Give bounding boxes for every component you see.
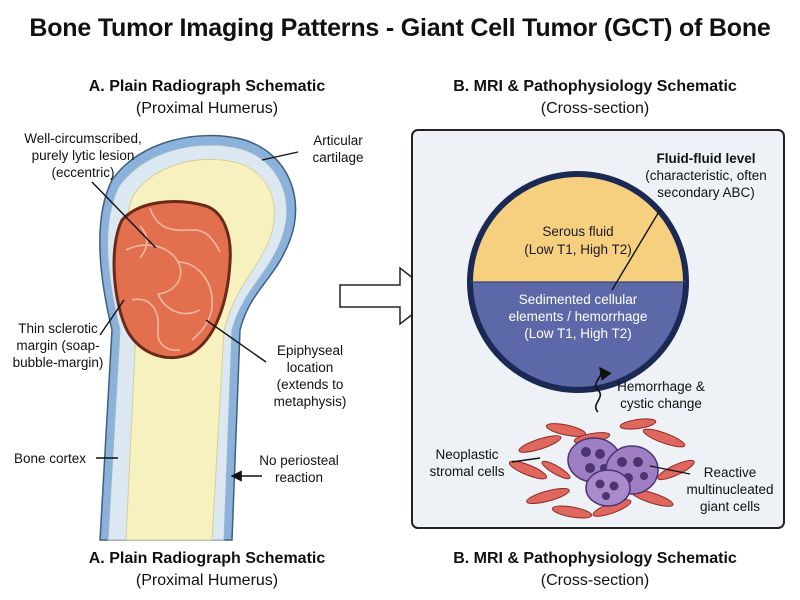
stromal-cell <box>551 505 593 519</box>
panel-a-subheading: (Proximal Humerus) <box>135 100 279 117</box>
footer-b-heading: B. MRI & Pathophysiology Schematic <box>453 550 737 567</box>
leader-stromal <box>511 457 541 463</box>
footer-a-heading: A. Plain Radiograph Schematic <box>88 550 326 567</box>
cyst-cross-section: Serous fluid (Low T1, High T2) Sedimente… <box>467 171 689 393</box>
leader-cartilage <box>261 151 299 161</box>
footer-a-header: A. Plain Radiograph Schematic (Proximal … <box>42 548 372 592</box>
fluid-level-title: Fluid-fluid level <box>656 151 756 166</box>
label-giant-cells: Reactive multinucleated giant cells <box>686 465 774 514</box>
stromal-cell <box>541 460 571 480</box>
serous-label-1: Serous fluid <box>542 224 613 239</box>
panel-b-heading: B. MRI & Pathophysiology Schematic <box>453 78 737 95</box>
label-bone-cortex: Bone cortex <box>14 451 87 466</box>
giant-cell <box>585 469 631 507</box>
label-no-periosteal-reaction: No periosteal reaction <box>259 453 339 485</box>
giant-cells <box>567 437 659 507</box>
serous-label-2: (Low T1, High T2) <box>524 242 632 257</box>
fluid-level-note: (characteristic, often secondary ABC) <box>645 168 767 200</box>
leader-fluid-level <box>611 209 661 291</box>
stromal-cell <box>545 423 587 437</box>
stromal-cell <box>657 459 695 481</box>
panel-b-leaders <box>511 457 691 475</box>
panel-b-header: B. MRI & Pathophysiology Schematic (Cros… <box>430 76 760 120</box>
label-lesion: Well-circumscribed, purely lytic lesion … <box>24 131 142 180</box>
stromal-cell <box>518 435 562 453</box>
leader-giant-cells <box>649 465 691 475</box>
diagram-title: Bone Tumor Imaging Patterns - Giant Cell… <box>29 14 771 42</box>
stromal-cell <box>508 460 548 480</box>
stromal-cell <box>526 488 570 504</box>
sediment-label-3: (Low T1, High T2) <box>524 326 632 341</box>
label-stromal-cells: Neoplastic stromal cells <box>429 447 505 479</box>
stromal-cell <box>619 418 657 430</box>
sediment-label-1: Sedimented cellular <box>519 292 638 307</box>
label-sclerotic-margin: Thin sclerotic margin (soap-bubble-margi… <box>12 321 104 370</box>
leader-margin <box>99 299 125 336</box>
sediment-label-2: elements / hemorrhage <box>509 309 648 324</box>
footer-a-subheading: (Proximal Humerus) <box>135 572 279 589</box>
panel-a-leaders <box>91 151 299 482</box>
panel-b-subheading: (Cross-section) <box>540 100 650 117</box>
panel-a-header: A. Plain Radiograph Schematic (Proximal … <box>42 76 372 120</box>
leader-location <box>205 319 267 363</box>
label-epiphyseal-location: Epiphyseal location (extends to metaphys… <box>273 343 347 409</box>
footer-b-subheading: (Cross-section) <box>540 572 650 589</box>
panel-a-heading: A. Plain Radiograph Schematic <box>88 78 326 95</box>
stromal-cell <box>642 428 686 448</box>
label-articular-cartilage: Articular cartilage <box>312 133 364 165</box>
lytic-lesion <box>112 200 232 360</box>
label-fluid-fluid-level: Fluid-fluid level (characteristic, often… <box>636 150 776 201</box>
leader-lesion <box>91 181 157 249</box>
hemorrhage-arrow <box>594 366 612 413</box>
footer-b-header: B. MRI & Pathophysiology Schematic (Cros… <box>430 548 760 592</box>
label-hemorrhage: Hemorrhage & cystic change <box>617 379 705 411</box>
